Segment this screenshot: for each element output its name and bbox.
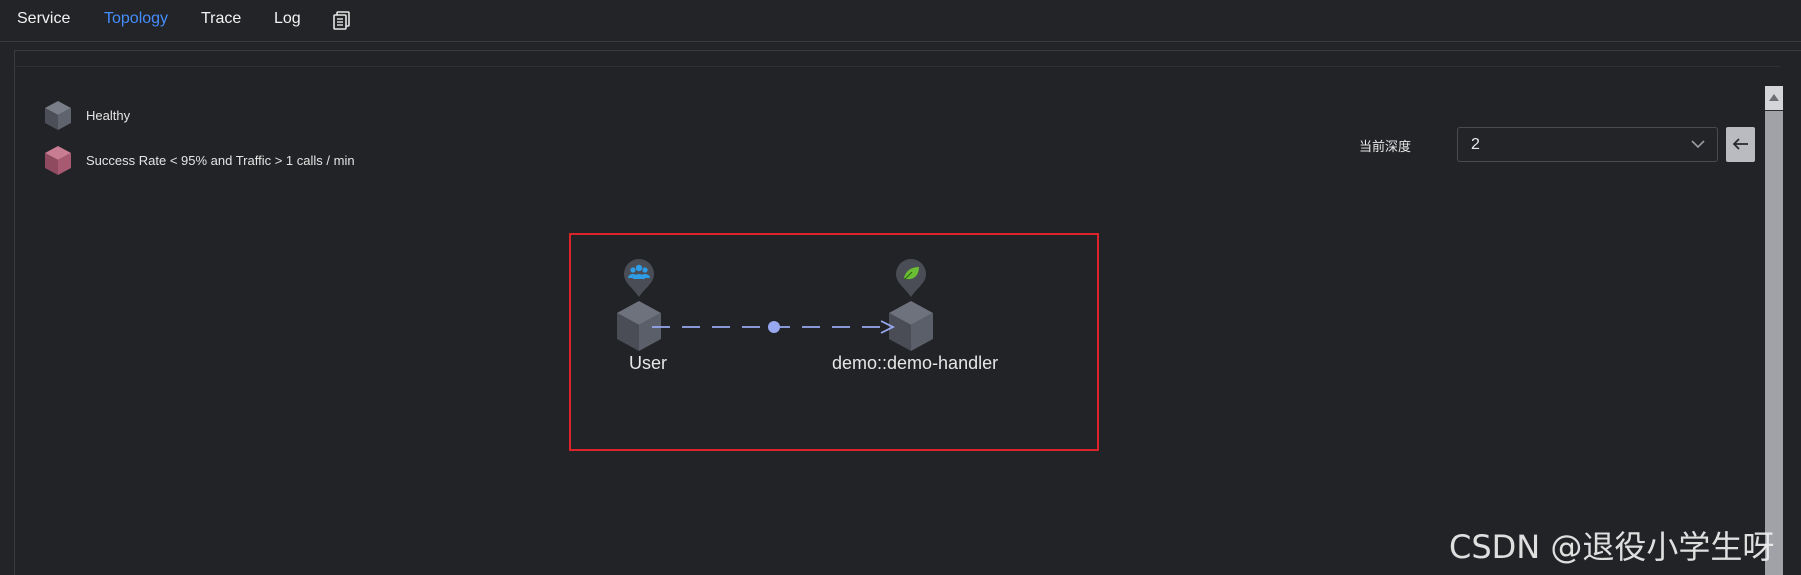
scroll-thumb[interactable] xyxy=(1765,111,1783,575)
edge-arrow-icon xyxy=(880,320,896,334)
edge-midpoint[interactable] xyxy=(768,321,780,333)
depth-select[interactable]: 2 xyxy=(1457,127,1718,162)
topology-graph xyxy=(617,259,933,351)
user-node-label: User xyxy=(629,353,668,373)
tab-service[interactable]: Service xyxy=(17,10,71,27)
tab-log[interactable]: Log xyxy=(274,10,301,27)
watermark: CSDN @退役小学生呀 xyxy=(1449,528,1775,566)
legend-healthy-label: Healthy xyxy=(86,108,131,123)
caret-up-icon xyxy=(1769,94,1779,101)
users-icon xyxy=(628,264,650,279)
leaf-icon xyxy=(903,267,919,281)
highlight-box xyxy=(569,233,1099,451)
vertical-scrollbar[interactable] xyxy=(1765,86,1783,575)
handler-node[interactable] xyxy=(889,301,933,351)
legend-unhealthy-label: Success Rate < 95% and Traffic > 1 calls… xyxy=(86,153,355,168)
arrow-left-icon xyxy=(1732,138,1748,150)
depth-label: 当前深度 xyxy=(1359,139,1412,154)
panel-divider xyxy=(15,66,1780,67)
call-edge[interactable] xyxy=(652,320,896,334)
handler-node-label: demo::demo-handler xyxy=(832,353,999,373)
tab-trace[interactable]: Trace xyxy=(201,10,242,27)
back-button[interactable] xyxy=(1726,127,1755,162)
chevron-down-icon xyxy=(1691,140,1705,149)
depth-value: 2 xyxy=(1471,136,1480,153)
user-node[interactable] xyxy=(617,301,661,351)
unhealthy-cube-icon xyxy=(45,146,71,175)
user-node-marker[interactable] xyxy=(624,259,654,297)
handler-node-marker[interactable] xyxy=(896,259,926,297)
tab-topology[interactable]: Topology xyxy=(104,10,169,27)
copy-icon[interactable] xyxy=(333,11,351,31)
healthy-cube-icon xyxy=(45,101,71,130)
top-nav: Service Topology Trace Log xyxy=(0,0,1801,42)
scroll-up-button[interactable] xyxy=(1765,86,1783,110)
